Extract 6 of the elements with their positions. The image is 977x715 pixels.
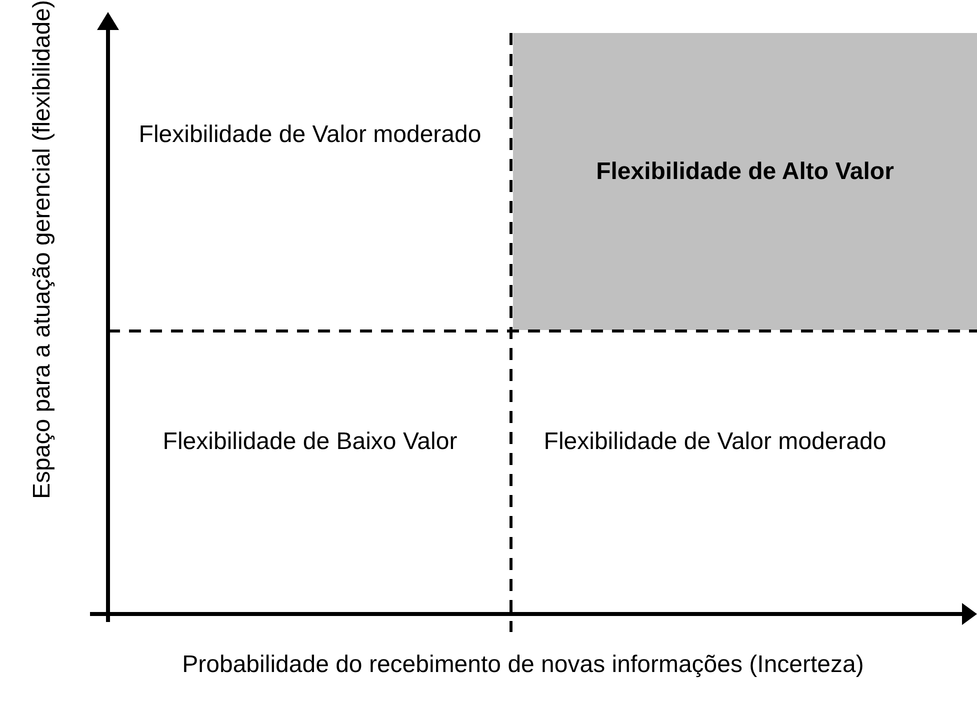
- quadrant-label: Flexibilidade de Valor moderado: [520, 427, 910, 457]
- quadrant-label: Flexibilidade de Alto Valor: [516, 157, 974, 187]
- quadrant-label: Flexibilidade de Valor moderado: [115, 120, 505, 150]
- quadrant-label: Flexibilidade de Baixo Valor: [115, 427, 505, 457]
- x-axis-title: Probabilidade do recebimento de novas informações (Incerteza): [181, 650, 865, 680]
- y-axis-title: Espaço para a atuação gerencial (flexibilidade): [28, 0, 56, 501]
